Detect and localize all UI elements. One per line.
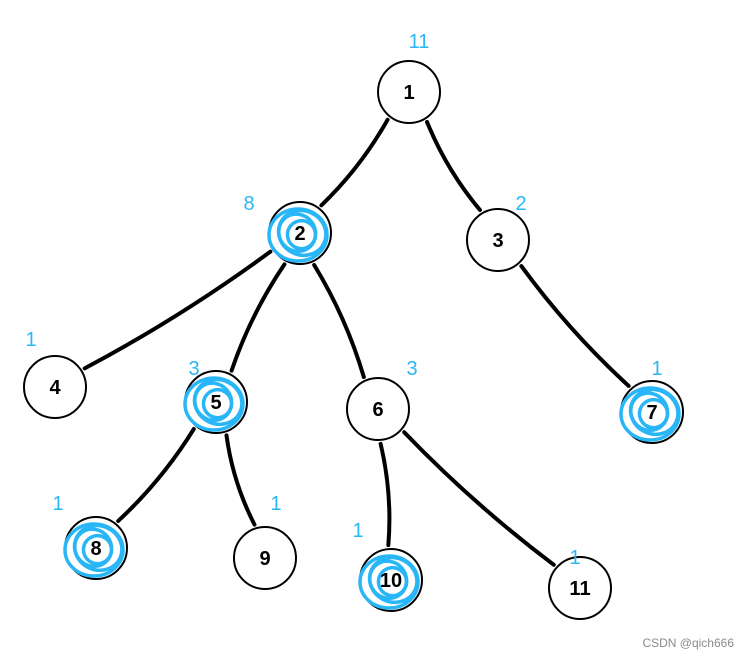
tree-node-2: 2: [267, 201, 332, 265]
subtree-size-label-11: 1: [569, 547, 580, 569]
subtree-size-label-5: 3: [188, 358, 199, 380]
subtree-size-label-10: 1: [352, 520, 363, 542]
edge-2-5: [229, 262, 287, 373]
node-circle-11: [548, 556, 612, 620]
scribble-stroke-7-3: [637, 397, 670, 430]
edge-1-3: [425, 119, 482, 213]
edge-6-11: [402, 430, 556, 567]
subtree-size-label-2: 8: [243, 193, 254, 215]
subtree-size-label-4: 1: [25, 329, 36, 351]
tree-node-6: 6: [346, 377, 410, 441]
node-circle-1: [377, 60, 441, 124]
node-label-5: 5: [210, 392, 221, 414]
node-highlight-scribble-10: [358, 554, 420, 610]
edge-2-6: [312, 262, 366, 380]
edge-3-7: [519, 264, 631, 388]
edge-2-4: [82, 249, 273, 371]
node-highlight-scribble-7: [619, 386, 681, 442]
subtree-size-label-1: 11: [409, 31, 430, 53]
subtree-size-label-8: 1: [52, 493, 63, 515]
subtree-size-label-9: 1: [270, 493, 281, 515]
watermark: CSDN @qich666: [642, 636, 734, 650]
node-label-8: 8: [90, 538, 101, 560]
node-highlight-scribble-8: [63, 522, 125, 578]
node-circle-6: [346, 377, 410, 441]
node-label-6: 6: [372, 399, 383, 421]
scribble-stroke-5-3: [201, 387, 234, 420]
scribble-stroke-8-3: [81, 533, 114, 566]
edge-5-9: [224, 433, 257, 527]
subtree-size-label-7: 1: [651, 358, 662, 380]
tree-node-5: 5: [183, 370, 248, 434]
edges-layer: [82, 117, 631, 567]
edge-1-2: [319, 117, 390, 208]
node-highlight-scribble-2: [267, 207, 329, 263]
scribble-stroke-10-3: [376, 565, 409, 598]
node-circle-4: [23, 355, 87, 419]
edge-6-10: [378, 441, 392, 548]
tree-node-8: 8: [63, 516, 128, 580]
node-circle-9: [233, 526, 297, 590]
node-label-3: 3: [492, 230, 503, 252]
node-label-2: 2: [294, 223, 305, 245]
node-label-7: 7: [646, 402, 657, 424]
tree-node-1: 1: [377, 60, 441, 124]
tree-node-3: 3: [466, 208, 530, 272]
node-label-9: 9: [259, 548, 270, 570]
scribble-stroke-2-3: [285, 218, 318, 251]
node-circle-3: [466, 208, 530, 272]
edge-5-8: [116, 427, 196, 523]
node-highlight-scribble-5: [183, 376, 245, 432]
node-label-1: 1: [403, 82, 414, 104]
tree-node-10: 10: [358, 548, 423, 612]
subtree-size-label-3: 2: [515, 193, 526, 215]
node-label-10: 10: [380, 570, 402, 592]
node-label-4: 4: [49, 377, 61, 399]
tree-node-11: 11: [548, 556, 612, 620]
tree-node-4: 4: [23, 355, 87, 419]
node-label-11: 11: [569, 578, 590, 600]
tree-node-9: 9: [233, 526, 297, 590]
subtree-size-label-6: 3: [406, 358, 417, 380]
tree-node-7: 7: [619, 380, 684, 444]
